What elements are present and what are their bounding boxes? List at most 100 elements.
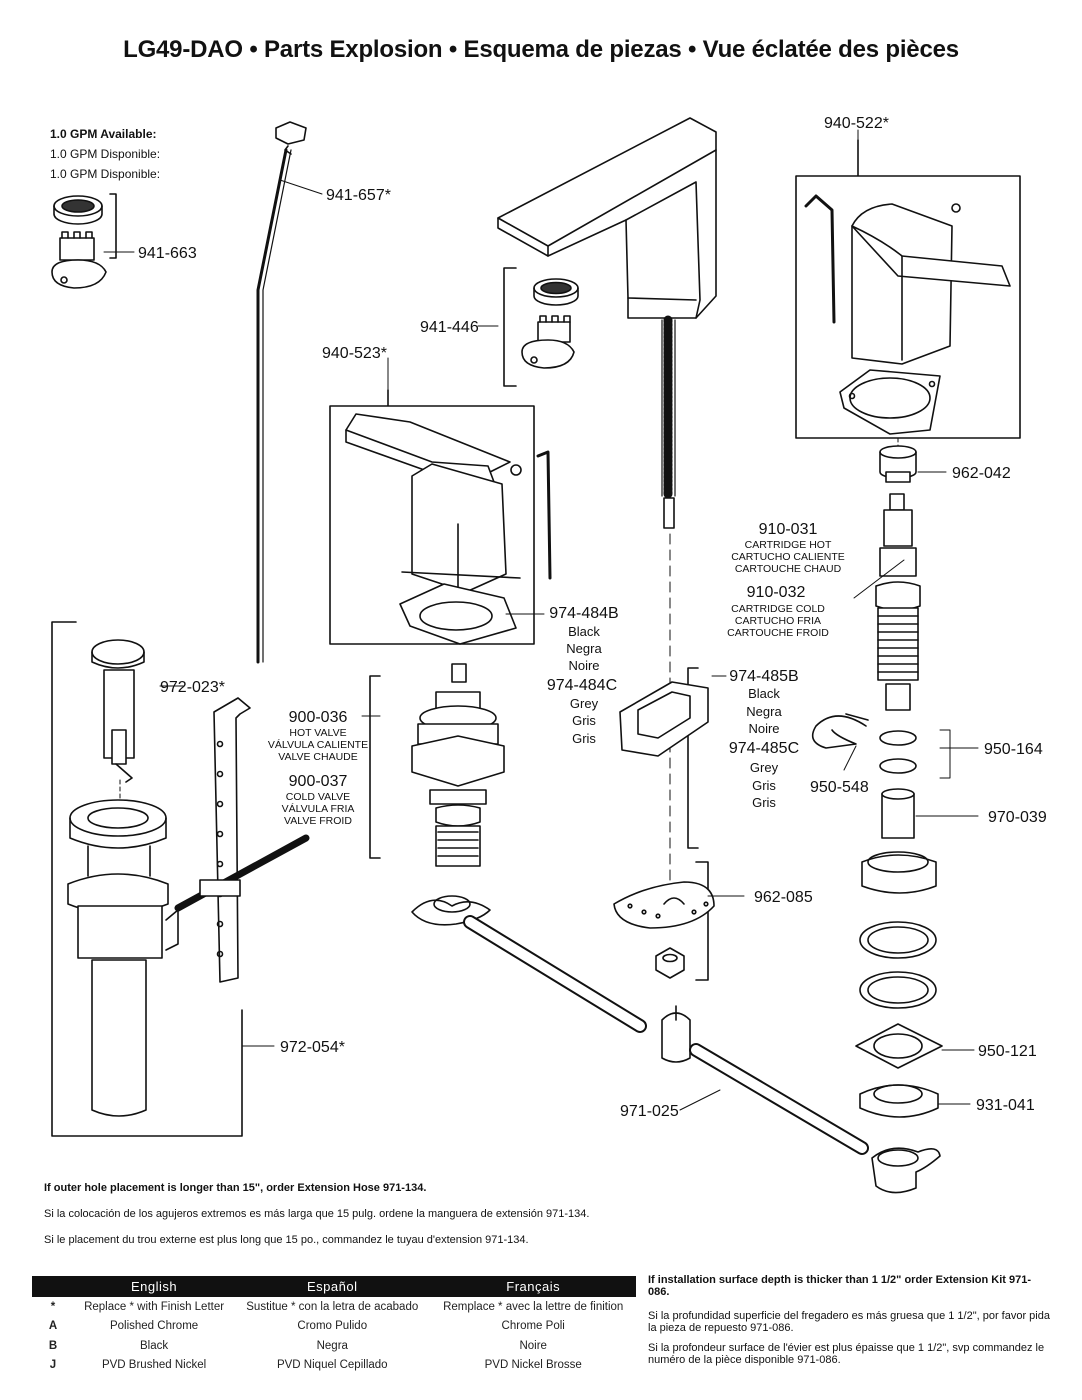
hose-assembly-971-025 xyxy=(411,895,941,1194)
legend-code: J xyxy=(49,1359,57,1372)
legend-en: Replace * with Finish Letter xyxy=(84,1300,225,1313)
label-950-548: 950-548 xyxy=(810,779,869,796)
legend-es: Cromo Pulido xyxy=(297,1320,368,1333)
label-974-485C-en: Grey xyxy=(750,760,779,775)
legend-en: PVD Brushed Nickel xyxy=(101,1359,207,1372)
label-941-657: 941-657* xyxy=(326,187,391,204)
legend-header-fr: Français xyxy=(430,1276,636,1297)
legend-header-es: Español xyxy=(234,1276,431,1297)
label-931-041: 931-041 xyxy=(976,1097,1035,1114)
label-910-032-es: CARTUCHO FRIA xyxy=(735,615,821,627)
label-962-085: 962-085 xyxy=(754,889,813,906)
extension-kit-note: If installation surface depth is thicker… xyxy=(648,1274,1052,1366)
note-right-en: If installation surface depth is thicker… xyxy=(648,1274,1031,1298)
label-900-036-en: HOT VALVE xyxy=(289,727,346,739)
bracket-962-085 xyxy=(613,861,715,981)
escutcheon-974-485 xyxy=(619,667,709,849)
legend-es: PVD Niquel Cepillado xyxy=(276,1359,388,1372)
label-974-485C-es: Gris xyxy=(752,778,776,793)
label-972-054: 972-054* xyxy=(280,1039,345,1056)
note-right-es: Si la profundidad superficie del fregade… xyxy=(648,1310,1050,1334)
handle-kit-940-522 xyxy=(795,139,1021,451)
label-900-037: 900-037 xyxy=(289,773,348,790)
label-900-036-es: VÁLVULA CALIENTE xyxy=(268,738,368,751)
clip-950-548 xyxy=(811,713,869,749)
label-971-025: 971-025 xyxy=(620,1103,679,1120)
page-title: LG49-DAO • Parts Explosion • Esquema de … xyxy=(123,36,959,63)
legend-es: Negra xyxy=(316,1339,348,1352)
parts-explosion-diagram: 941-657* 941-663 940-522* 941-446 940-52… xyxy=(51,115,1047,1194)
legend-fr: PVD Nickel Brosse xyxy=(484,1359,582,1372)
lift-rod-941-657 xyxy=(256,121,307,664)
label-910-031: 910-031 xyxy=(759,521,818,538)
finish-legend-table: English Español Français * Replace * wit… xyxy=(32,1276,636,1375)
label-974-485B-en: Black xyxy=(748,686,780,701)
legend-fr: Remplace * avec la lettre de finition xyxy=(443,1300,624,1313)
note-right-fr: Si la profondeur surface de l'évier est … xyxy=(648,1342,1045,1366)
label-940-522: 940-522* xyxy=(824,115,889,132)
label-974-485B-es: Negra xyxy=(746,704,782,719)
valve-stack-right xyxy=(855,445,943,1118)
label-900-037-fr: VALVE FROID xyxy=(284,815,352,827)
label-974-484C: 974-484C xyxy=(547,677,617,694)
drain-body-972-054 xyxy=(67,697,310,1117)
label-910-031-fr: CARTOUCHE CHAUD xyxy=(735,563,842,575)
label-910-032: 910-032 xyxy=(747,584,806,601)
legend-header-en: English xyxy=(74,1276,235,1297)
note-left-en: If outer hole placement is longer than 1… xyxy=(44,1182,427,1194)
label-950-164: 950-164 xyxy=(984,741,1043,758)
label-900-036: 900-036 xyxy=(289,709,348,726)
label-900-037-en: COLD VALVE xyxy=(286,791,350,803)
gpm-note: 1.0 GPM Available: 1.0 GPM Disponible: 1… xyxy=(50,124,160,184)
legend-header-blank xyxy=(32,1276,74,1297)
label-910-032-en: CARTRIDGE COLD xyxy=(731,603,825,615)
label-974-484B: 974-484B xyxy=(549,605,618,622)
legend-fr: Noire xyxy=(519,1339,547,1352)
label-974-485B: 974-485B xyxy=(729,668,798,685)
leader-lines xyxy=(103,129,979,1111)
gpm-line-en: 1.0 GPM Available: xyxy=(50,127,157,141)
label-941-663: 941-663 xyxy=(138,245,197,262)
gpm-line-es: 1.0 GPM Disponible: xyxy=(50,147,161,161)
legend-en: Polished Chrome xyxy=(109,1320,199,1333)
label-974-484C-en: Grey xyxy=(570,696,599,711)
stopper-972-023 xyxy=(51,621,243,1137)
legend-en: Black xyxy=(140,1339,169,1352)
label-972-023: 972-023* xyxy=(160,679,225,696)
label-950-121: 950-121 xyxy=(978,1043,1037,1060)
legend-row: B Black Negra Noire xyxy=(32,1336,636,1356)
legend-header-row: English Español Français xyxy=(32,1276,636,1297)
note-left-es: Si la colocación de los agujeros extremo… xyxy=(44,1208,590,1220)
legend-code: * xyxy=(50,1300,56,1313)
legend-code: B xyxy=(48,1339,58,1352)
legend-code: A xyxy=(48,1320,58,1333)
spout-body xyxy=(497,117,717,915)
gpm-line-fr: 1.0 GPM Disponible: xyxy=(50,167,161,181)
label-962-042: 962-042 xyxy=(952,465,1011,482)
aerator-941-446 xyxy=(503,267,579,387)
legend-es: Sustitue * con la letra de acabado xyxy=(246,1300,419,1313)
aerator-kit-941-663 xyxy=(51,193,117,289)
label-974-484B-en: Black xyxy=(568,624,600,639)
label-970-039: 970-039 xyxy=(988,809,1047,826)
legend-row: J PVD Brushed Nickel PVD Niquel Cepillad… xyxy=(32,1356,636,1376)
label-900-036-fr: VALVE CHAUDE xyxy=(278,751,358,763)
label-941-446: 941-446 xyxy=(420,319,479,336)
legend-row: * Replace * with Finish Letter Sustitue … xyxy=(32,1297,636,1317)
handle-kit-940-523 xyxy=(329,389,552,645)
label-940-523: 940-523* xyxy=(322,345,387,362)
label-974-485B-fr: Noire xyxy=(748,721,779,736)
label-910-032-fr: CARTOUCHE FROID xyxy=(727,627,829,639)
legend-fr: Chrome Poli xyxy=(501,1320,565,1333)
label-900-037-es: VÁLVULA FRIA xyxy=(282,802,355,815)
label-974-484B-fr: Noire xyxy=(568,658,599,673)
valve-assembly-left xyxy=(369,663,505,867)
label-974-484B-es: Negra xyxy=(566,641,602,656)
label-910-031-es: CARTUCHO CALIENTE xyxy=(731,551,845,563)
label-974-484C-fr: Gris xyxy=(572,731,596,746)
label-910-031-en: CARTRIDGE HOT xyxy=(745,539,832,551)
extension-hose-note: If outer hole placement is longer than 1… xyxy=(44,1182,604,1246)
legend-row: A Polished Chrome Cromo Pulido Chrome Po… xyxy=(32,1317,636,1337)
note-left-fr: Si le placement du trou externe est plus… xyxy=(44,1234,529,1246)
label-974-485C-fr: Gris xyxy=(752,795,776,810)
